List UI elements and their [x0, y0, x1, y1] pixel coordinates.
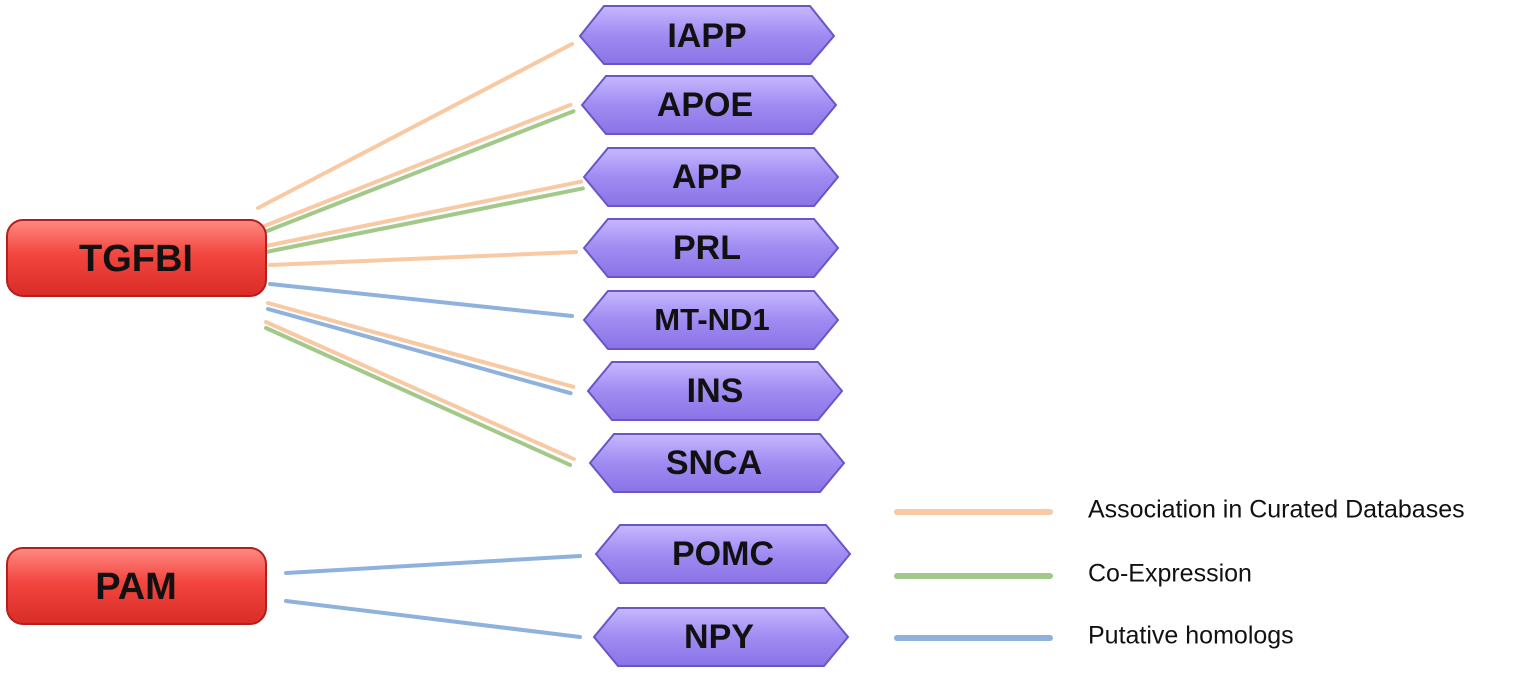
target-node-app: APP: [582, 147, 840, 207]
target-node-prl-label: PRL: [673, 229, 741, 267]
edge-tgfbi-snca-curated: [264, 320, 576, 462]
legend-item-curated: Association in Curated Databases: [894, 496, 1465, 524]
legend-item-homolog: Putative homologs: [894, 622, 1294, 650]
target-node-snca-label: SNCA: [666, 444, 762, 482]
legend-item-coexp: Co-Expression: [894, 560, 1252, 588]
legend-label-curated: Association in Curated Databases: [1088, 496, 1465, 524]
target-node-iapp-label: IAPP: [667, 17, 746, 55]
target-node-pomc-shape: [594, 524, 852, 584]
target-node-ins-label: INS: [687, 372, 744, 410]
target-node-npy-shape: [592, 607, 850, 667]
target-node-apoe-shape: [580, 75, 838, 135]
edge-tgfbi-apoe-curated: [260, 102, 573, 229]
edge-tgfbi-app-curated: [264, 179, 584, 248]
legend-label-coexp: Co-Expression: [1088, 560, 1252, 588]
target-node-npy: NPY: [592, 607, 850, 667]
target-node-mt-nd1-shape: [582, 290, 840, 350]
target-node-prl: PRL: [582, 218, 840, 278]
target-node-app-label: APP: [672, 158, 742, 196]
target-node-npy-label: NPY: [684, 618, 754, 656]
edge-tgfbi-app-coexp: [264, 186, 585, 254]
target-node-snca-shape: [588, 433, 846, 493]
source-node-pam: PAM: [6, 547, 267, 625]
edge-tgfbi-apoe-coexp: [260, 109, 576, 235]
target-node-apoe-label: APOE: [657, 86, 753, 124]
target-node-apoe: APOE: [580, 75, 838, 135]
target-node-pomc: POMC: [594, 524, 852, 584]
target-node-mt-nd1-label: MT-ND1: [654, 302, 769, 337]
edge-tgfbi-snca-coexp: [264, 326, 573, 467]
nodes-layer: TGFBI PAM IAPP APOE APP PRL MT-ND1: [6, 5, 852, 667]
target-node-app-shape: [582, 147, 840, 207]
target-node-snca: SNCA: [588, 433, 846, 493]
target-node-prl-shape: [582, 218, 840, 278]
edge-tgfbi-mt-nd1-homolog: [268, 282, 574, 318]
target-node-ins-shape: [586, 361, 844, 421]
source-node-tgfbi-label: TGFBI: [79, 238, 193, 280]
edge-pam-pomc-homolog: [284, 554, 582, 575]
edge-pam-npy-homolog: [284, 599, 582, 639]
source-node-pam-shape: [6, 547, 267, 625]
target-node-iapp: IAPP: [578, 5, 836, 65]
legend-label-homolog: Putative homologs: [1088, 622, 1294, 650]
edge-tgfbi-iapp-curated: [256, 42, 574, 210]
target-node-pomc-label: POMC: [672, 535, 774, 573]
edge-tgfbi-prl-curated: [268, 250, 578, 267]
source-node-tgfbi: TGFBI: [6, 219, 267, 297]
edges-layer: [256, 42, 585, 639]
source-node-tgfbi-shape: [6, 219, 267, 297]
target-node-mt-nd1: MT-ND1: [582, 290, 840, 350]
target-node-ins: INS: [586, 361, 844, 421]
edge-tgfbi-ins-curated: [266, 301, 576, 389]
target-node-iapp-shape: [578, 5, 836, 65]
source-node-pam-label: PAM: [95, 566, 177, 608]
legend: Association in Curated Databases Co-Expr…: [894, 496, 1465, 650]
edge-tgfbi-ins-homolog: [266, 307, 573, 396]
